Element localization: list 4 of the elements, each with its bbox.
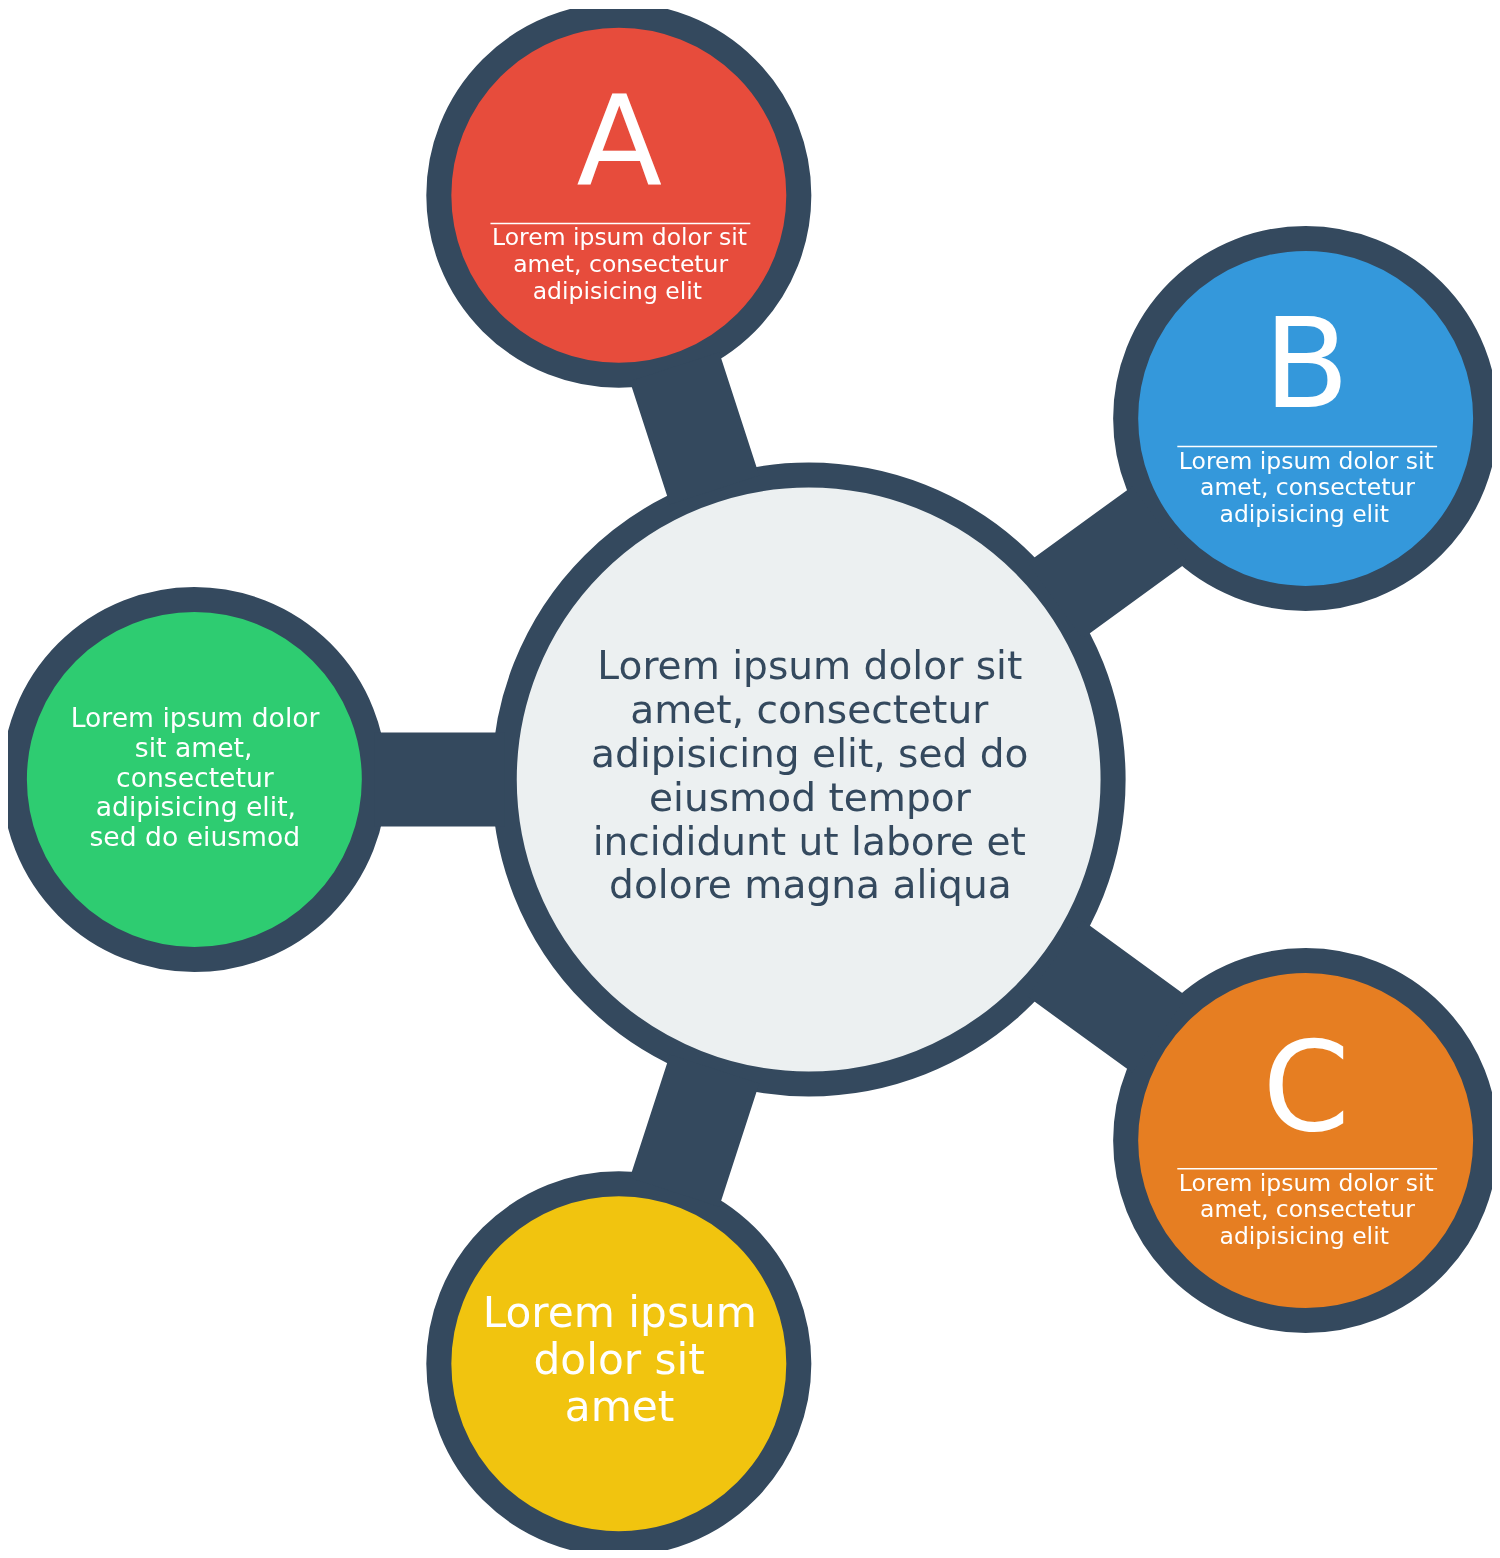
- node-circle: C Lorem ipsum dolor sit amet, consectetur adipisicing elit: [1113, 947, 1492, 1333]
- node-circle: A Lorem ipsum dolor sit amet, consectetur adipisicing elit: [426, 8, 812, 388]
- node-circle: Lorem ipsum dolor sit amet: [426, 1170, 812, 1550]
- node-circle: B Lorem ipsum dolor sit amet, consectetur adipisicing elit: [1113, 225, 1492, 611]
